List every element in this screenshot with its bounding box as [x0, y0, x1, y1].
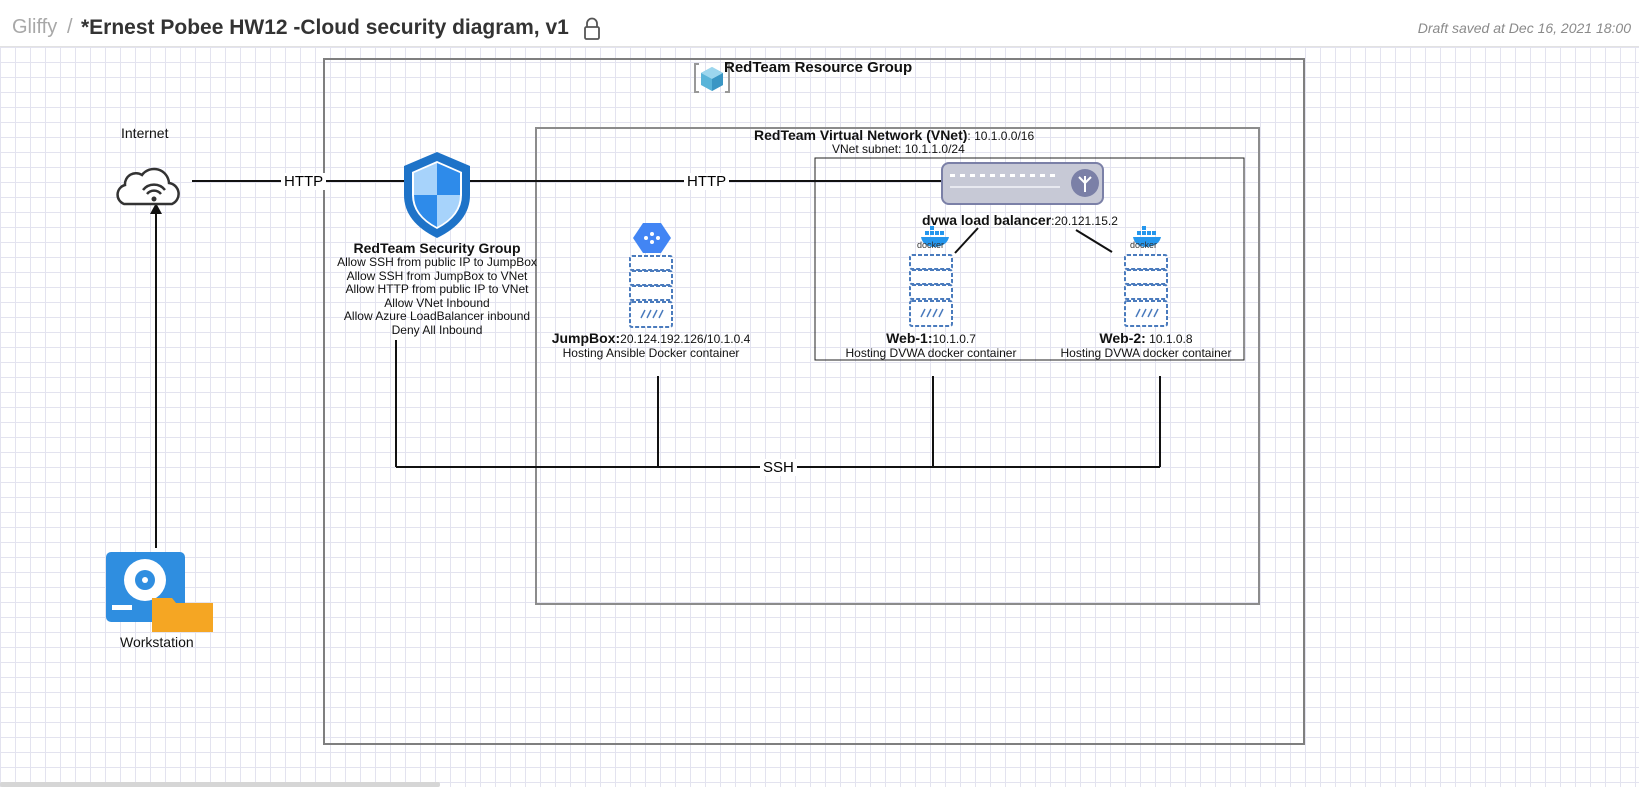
- rule-item: Allow HTTP from public IP to VNet: [345, 282, 529, 296]
- ssh-edge-label: SSH: [760, 459, 797, 476]
- rule-item: Deny All Inbound: [391, 322, 483, 337]
- security-group-rules: Allow SSH from public IP to JumpBox Allo…: [337, 255, 537, 337]
- web2-desc: Hosting DVWA docker container: [1060, 346, 1232, 360]
- horizontal-scrollbar[interactable]: [0, 782, 440, 787]
- arrow-head: [150, 203, 162, 214]
- vnet-label: RedTeam Virtual Network (VNet): 10.1.0.0…: [754, 127, 1034, 143]
- load-balancer-name: dvwa load balancer: [922, 212, 1052, 228]
- jumpbox-ip: 20.124.192.126/10.1.0.4: [620, 332, 751, 346]
- docker-text: docker: [917, 240, 945, 250]
- workstation-label: Workstation: [120, 634, 194, 650]
- vnet-subnet: VNet subnet: 10.1.1.0/24: [832, 142, 965, 156]
- docker-icon: [1133, 226, 1161, 247]
- shield-icon: [404, 152, 470, 238]
- breadcrumb-separator: /: [67, 16, 73, 38]
- vnet-address: : 10.1.0.0/16: [967, 129, 1035, 143]
- web2-ip: 10.1.0.8: [1145, 332, 1193, 346]
- top-bar: Gliffy / *Ernest Pobee HW12 -Cloud secur…: [0, 0, 1639, 47]
- internet-label: Internet: [121, 125, 169, 141]
- web1-label: Web-1:10.1.0.7 Hosting DVWA docker conta…: [846, 330, 1017, 360]
- http-edge-label: HTTP: [684, 173, 730, 190]
- docker-icon: [921, 226, 949, 247]
- workstation-icon: [106, 552, 213, 632]
- security-group-label: RedTeam Security Group Allow SSH from pu…: [337, 240, 537, 337]
- web1-ip: 10.1.0.7: [932, 332, 976, 346]
- jumpbox-label: JumpBox:20.124.192.126/10.1.0.4 Hosting …: [552, 330, 751, 360]
- diagram-canvas[interactable]: [0, 47, 1639, 787]
- rule-item: Allow VNet Inbound: [384, 295, 490, 310]
- resource-group-icon: [694, 63, 730, 93]
- server-icon: [629, 255, 673, 328]
- cloud-icon: [116, 167, 180, 206]
- load-balancer-icon: [941, 162, 1104, 205]
- server-icon: [909, 254, 953, 327]
- resource-group-box: [323, 58, 1305, 745]
- rule-item: Allow SSH from JumpBox to VNet: [346, 268, 528, 283]
- draft-status: Draft saved at Dec 16, 2021 18:00: [1417, 20, 1631, 36]
- web1-name: Web-1:: [886, 330, 933, 346]
- compute-engine-icon: [633, 223, 671, 253]
- server-icon: [1124, 254, 1168, 327]
- web2-name: Web-2:: [1099, 330, 1146, 346]
- resource-group-label: RedTeam Resource Group: [724, 59, 913, 76]
- lock-icon[interactable]: [583, 17, 601, 41]
- web2-label: Web-2: 10.1.0.8 Hosting DVWA docker cont…: [1061, 330, 1232, 360]
- load-balancer-label: dvwa load balancer:20.121.15.2: [922, 212, 1118, 228]
- rule-item: Allow SSH from public IP to JumpBox: [337, 255, 537, 269]
- vnet-box: [535, 127, 1260, 605]
- vnet-title: RedTeam Virtual Network (VNet): [754, 127, 968, 143]
- subnet-box: [814, 157, 1245, 361]
- jumpbox-name: JumpBox:: [551, 330, 621, 346]
- http-edge-label: HTTP: [281, 173, 327, 190]
- document-title[interactable]: *Ernest Pobee HW12 -Cloud security diagr…: [81, 16, 569, 39]
- docker-text: docker: [1130, 240, 1158, 250]
- rule-item: Allow Azure LoadBalancer inbound: [343, 309, 531, 323]
- breadcrumb-root-link[interactable]: Gliffy: [12, 16, 58, 38]
- load-balancer-ip: :20.121.15.2: [1051, 214, 1118, 228]
- security-group-title: RedTeam Security Group: [353, 240, 521, 256]
- web1-desc: Hosting DVWA docker container: [845, 346, 1017, 360]
- jumpbox-desc: Hosting Ansible Docker container: [562, 346, 740, 360]
